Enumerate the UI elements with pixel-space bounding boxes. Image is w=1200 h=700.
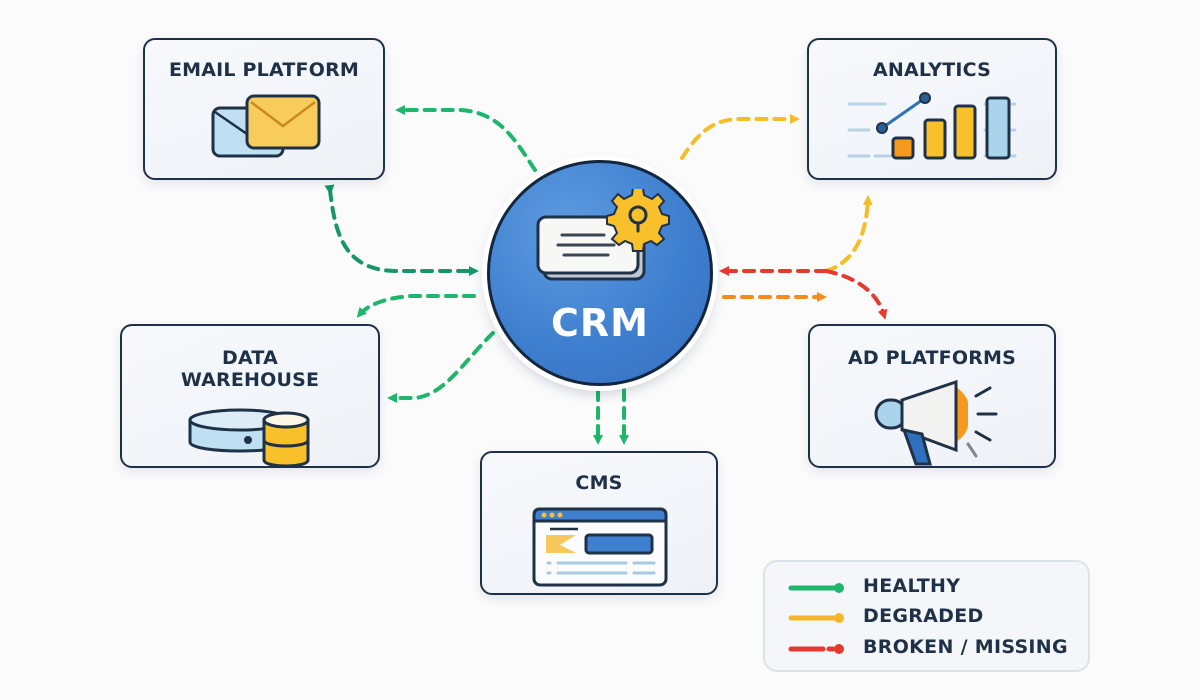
connection-crm-to-analytics	[680, 114, 800, 160]
connection-ad-to-analytics	[824, 195, 873, 273]
legend-label: HEALTHY	[863, 575, 961, 597]
node-title: ANALYTICS	[872, 59, 992, 81]
broken-line-icon	[788, 644, 844, 654]
connection-email-to-crm	[324, 184, 479, 276]
node-title: AD PLATFORMS	[847, 347, 1017, 369]
node-data-warehouse[interactable]: DATA WAREHOUSE	[120, 324, 380, 468]
bar-chart-icon	[847, 92, 1017, 160]
healthy-line-icon	[788, 583, 844, 593]
legend-item-broken: BROKEN / MISSING	[765, 633, 1088, 663]
crm-card-gear-icon	[536, 189, 670, 281]
connection-crm-to-dw-2	[387, 331, 495, 403]
connection-broken-branch	[824, 269, 888, 320]
legend-item-healthy: HEALTHY	[765, 572, 1088, 602]
node-title-line1: DATA	[222, 347, 278, 369]
node-analytics[interactable]: ANALYTICS	[807, 38, 1057, 180]
envelope-icon	[211, 94, 321, 158]
legend: HEALTHY DEGRADED BROKEN / MISSING	[763, 560, 1090, 672]
connection-crm-to-email	[395, 105, 537, 172]
node-cms[interactable]: CMS	[480, 451, 718, 595]
node-title-line2: WAREHOUSE	[180, 369, 320, 391]
crm-hub[interactable]: CRM	[487, 160, 713, 386]
legend-item-degraded: DEGRADED	[765, 602, 1088, 632]
legend-label: BROKEN / MISSING	[863, 636, 1068, 658]
node-title: EMAIL PLATFORM	[168, 59, 360, 81]
node-email-platform[interactable]: EMAIL PLATFORM	[143, 38, 385, 180]
node-ad-platforms[interactable]: AD PLATFORMS	[808, 324, 1056, 468]
node-title: CMS	[575, 472, 623, 494]
browser-window-icon	[532, 507, 668, 587]
database-icon	[188, 408, 310, 468]
legend-label: DEGRADED	[863, 605, 984, 627]
connection-crm-to-dw-1	[356, 294, 476, 318]
megaphone-icon	[874, 379, 998, 466]
degraded-line-icon	[788, 613, 844, 623]
crm-label: CRM	[551, 301, 649, 345]
